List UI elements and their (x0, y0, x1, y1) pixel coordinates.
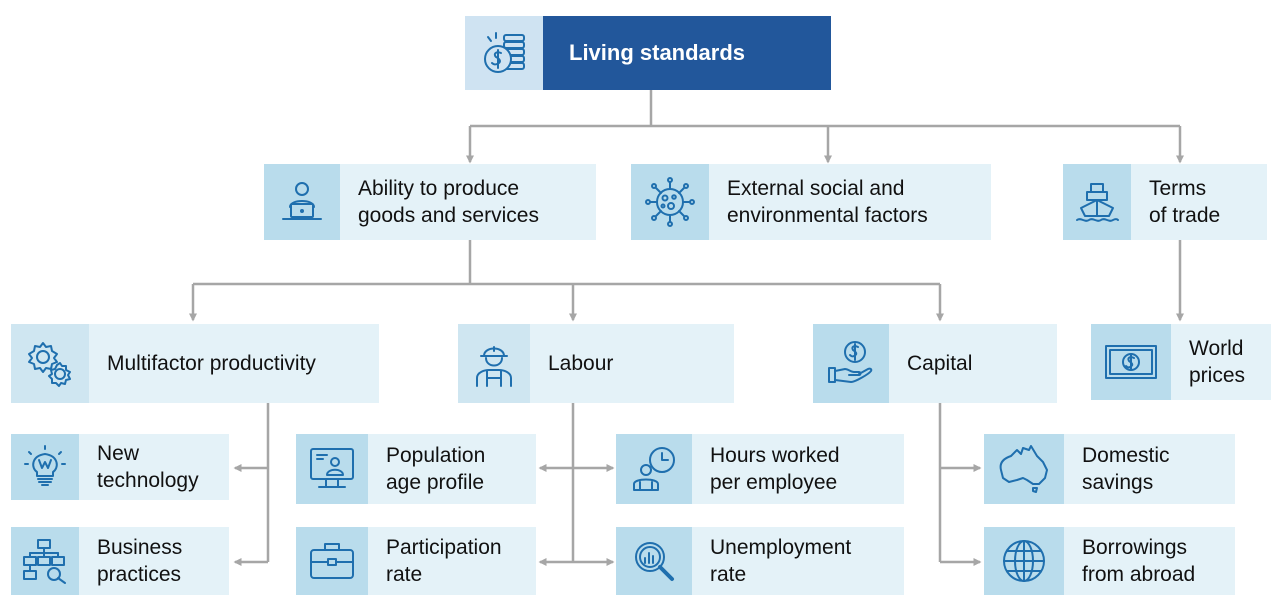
australia-map-icon (984, 434, 1064, 504)
lightbulb-icon (11, 434, 79, 500)
hours-worked-node: Hours worked per employee (616, 434, 904, 504)
briefcase-icon (296, 527, 368, 595)
unemployment-rate-node: Unemployment rate (616, 527, 904, 595)
gears-icon (11, 324, 89, 403)
external-factors-label: External social and environmental factor… (727, 176, 928, 227)
borrowings-from-abroad-label: Borrowings from abroad (1082, 535, 1196, 586)
capital-label: Capital (907, 351, 973, 375)
multifactor-productivity-label: Multifactor productivity (107, 351, 316, 375)
flowchart-icon (11, 527, 79, 595)
domestic-savings-label: Domestic savings (1082, 443, 1170, 494)
labour-label: Labour (548, 351, 614, 375)
magnifier-chart-icon (616, 527, 692, 595)
hand-coin-icon (813, 324, 889, 403)
external-factors-node: External social and environmental factor… (631, 164, 991, 240)
unemployment-rate-label: Unemployment rate (710, 535, 852, 586)
hours-worked-label: Hours worked per employee (710, 443, 840, 494)
virus-icon (631, 164, 709, 240)
domestic-savings-node: Domestic savings (984, 434, 1235, 504)
new-technology-label: New technology (97, 441, 199, 492)
participation-rate-node: Participation rate (296, 527, 536, 595)
ship-icon (1063, 164, 1131, 240)
worker-icon (458, 324, 530, 403)
banknote-icon (1091, 324, 1171, 400)
business-practices-label: Business practices (97, 535, 183, 586)
new-technology-node: New technology (11, 434, 229, 500)
monitor-person-icon (296, 434, 368, 504)
population-age-profile-label: Population age profile (386, 443, 486, 494)
capital-node: Capital (813, 324, 1057, 403)
person-laptop-icon (264, 164, 340, 240)
person-clock-icon (616, 434, 692, 504)
population-age-profile-node: Population age profile (296, 434, 536, 504)
living-standards-node: Living standards (465, 16, 831, 90)
participation-rate-label: Participation rate (386, 535, 502, 586)
globe-icon (984, 527, 1064, 595)
coin-stack-icon (465, 16, 543, 90)
world-prices-label: World prices (1189, 336, 1246, 387)
ability-to-produce-node: Ability to produce goods and services (264, 164, 596, 240)
ability-to-produce-label: Ability to produce goods and services (358, 176, 539, 227)
borrowings-from-abroad-node: Borrowings from abroad (984, 527, 1235, 595)
multifactor-productivity-node: Multifactor productivity (11, 324, 379, 403)
business-practices-node: Business practices (11, 527, 229, 595)
world-prices-node: World prices (1091, 324, 1271, 400)
living-standards-label: Living standards (569, 39, 746, 65)
terms-of-trade-node: Terms of trade (1063, 164, 1267, 240)
labour-node: Labour (458, 324, 734, 403)
terms-of-trade-label: Terms of trade (1149, 176, 1221, 227)
